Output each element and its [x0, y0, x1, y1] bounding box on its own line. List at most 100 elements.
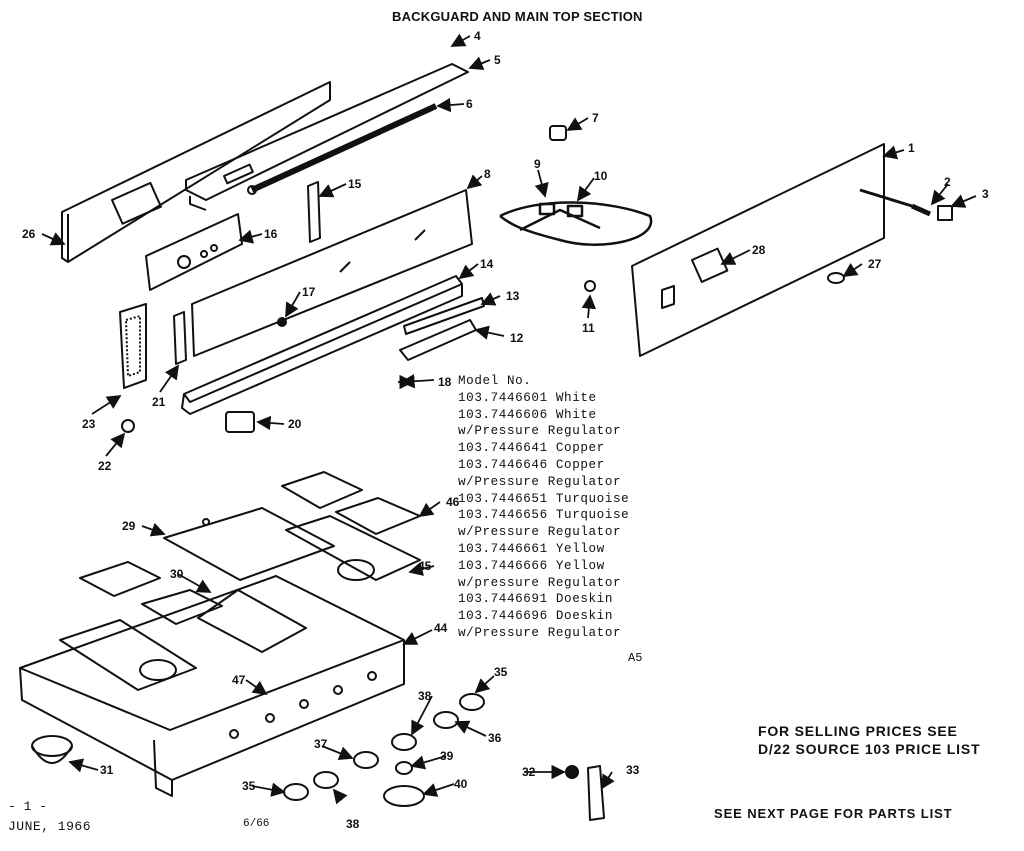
callout-40: 40	[454, 777, 468, 791]
callout-16: 16	[264, 227, 278, 241]
callout-23: 23	[82, 417, 96, 431]
callout-11: 11	[582, 321, 595, 335]
part-8-glass-panel	[191, 189, 473, 357]
callout-9: 9	[534, 157, 541, 171]
callout-47: 47	[232, 673, 246, 687]
callout-38b: 38	[346, 817, 360, 831]
callout-37: 37	[314, 737, 328, 751]
callout-38a: 38	[418, 689, 432, 703]
part-1-rear-panel	[631, 143, 913, 357]
part-23-side-bracket	[119, 303, 147, 389]
callout-35a: 35	[494, 665, 508, 679]
callout-20: 20	[288, 417, 302, 431]
part-44-main-top	[19, 575, 405, 797]
part-13-bracket	[403, 297, 485, 335]
selling-note-line-2: D/22 SOURCE 103 PRICE LIST	[758, 741, 981, 757]
part-21-post	[173, 311, 187, 365]
part-31-bowl	[31, 735, 73, 764]
callout-31: 31	[100, 763, 114, 777]
part-15-support-post	[307, 181, 321, 243]
callout-33: 33	[626, 763, 640, 777]
part-29-griddle-cover	[163, 507, 335, 581]
model-line: w/Pressure Regulator	[458, 625, 622, 640]
model-line: 103.7446641 Copper	[458, 441, 605, 456]
part-2-cord	[910, 203, 932, 217]
revision-code: 6/66	[243, 818, 270, 830]
callout-26: 26	[22, 227, 36, 241]
part-39-ring	[395, 761, 413, 775]
callout-12: 12	[510, 331, 524, 345]
part-27-grommet	[827, 272, 845, 284]
part-6-lamp-tube	[247, 103, 438, 195]
part-36-knob	[433, 711, 459, 729]
model-line: w/Pressure Regulator	[458, 525, 622, 540]
callout-39: 39	[440, 749, 454, 763]
callout-15: 15	[348, 177, 362, 191]
selling-note-line-1: FOR SELLING PRICES SEE	[758, 723, 958, 739]
part-37-knob	[353, 751, 379, 769]
model-line: 103.7446646 Copper	[458, 457, 605, 472]
selling-price-note: FOR SELLING PRICES SEE D/22 SOURCE 103 P…	[758, 722, 980, 758]
model-line: 103.7446696 Doeskin	[458, 609, 613, 624]
model-line: 103.7446661 Yellow	[458, 541, 605, 556]
model-line: 103.7446656 Turquoise	[458, 508, 630, 523]
callout-21: 21	[152, 395, 166, 409]
diagram-title: BACKGUARD AND MAIN TOP SECTION	[392, 9, 643, 24]
model-line: w/Pressure Regulator	[458, 474, 622, 489]
callout-5: 5	[494, 53, 501, 67]
callout-17: 17	[302, 285, 316, 299]
part-38-knob	[313, 733, 417, 789]
part-5-backguard-top-trim	[185, 63, 469, 211]
callout-6: 6	[466, 97, 473, 111]
callout-36: 36	[488, 731, 502, 745]
callout-45: 45	[418, 559, 432, 573]
callout-8: 8	[484, 167, 491, 181]
next-page-note: SEE NEXT PAGE FOR PARTS LIST	[714, 806, 953, 821]
callout-3: 3	[982, 187, 989, 201]
callout-32: 32	[522, 765, 536, 779]
callout-44: 44	[434, 621, 448, 635]
model-line: 103.7446651 Turquoise	[458, 491, 630, 506]
callout-22: 22	[98, 459, 112, 473]
part-30-griddle-frame	[79, 561, 307, 653]
model-number-list: Model No. 103.7446601 White 103.7446606 …	[458, 373, 629, 642]
callout-4: 4	[474, 29, 481, 43]
model-line: w/Pressure Regulator	[458, 424, 622, 439]
callout-7: 7	[592, 111, 599, 125]
callout-10: 10	[594, 169, 608, 183]
part-9-10-wire-harness	[499, 201, 653, 246]
publication-date: JUNE, 1966	[8, 819, 92, 834]
part-14-trim-strip	[181, 275, 463, 415]
page-number: - 1 -	[8, 799, 48, 814]
callout-35b: 35	[242, 779, 256, 793]
part-22-grommet	[121, 419, 135, 433]
callout-2: 2	[944, 175, 951, 189]
figure-code: A5	[628, 651, 643, 665]
part-3-plug	[937, 205, 953, 221]
callout-29: 29	[122, 519, 136, 533]
part-11-nut	[584, 280, 596, 292]
callout-13: 13	[506, 289, 520, 303]
part-45-burner-bowl	[285, 515, 421, 581]
part-7-socket	[549, 125, 567, 141]
part-12-clip	[399, 319, 477, 361]
callout-1: 1	[908, 141, 915, 155]
model-line: 103.7446601 White	[458, 390, 597, 405]
callout-18: 18	[438, 375, 452, 389]
callout-28: 28	[752, 243, 766, 257]
part-40-cap	[383, 785, 425, 807]
model-line: Model No.	[458, 374, 532, 388]
callout-46: 46	[446, 495, 460, 509]
model-line: w/pressure Regulator	[458, 575, 622, 590]
callout-30: 30	[170, 567, 184, 581]
part-33-handle	[587, 765, 605, 821]
part-20-switch	[225, 411, 255, 433]
model-line: 103.7446606 White	[458, 407, 597, 422]
part-16-control-plate	[145, 213, 243, 291]
callout-27: 27	[868, 257, 882, 271]
part-32-button	[565, 765, 579, 779]
model-line: 103.7446666 Yellow	[458, 558, 605, 573]
model-line: 103.7446691 Doeskin	[458, 592, 613, 607]
part-26-rear-trim	[61, 81, 331, 263]
